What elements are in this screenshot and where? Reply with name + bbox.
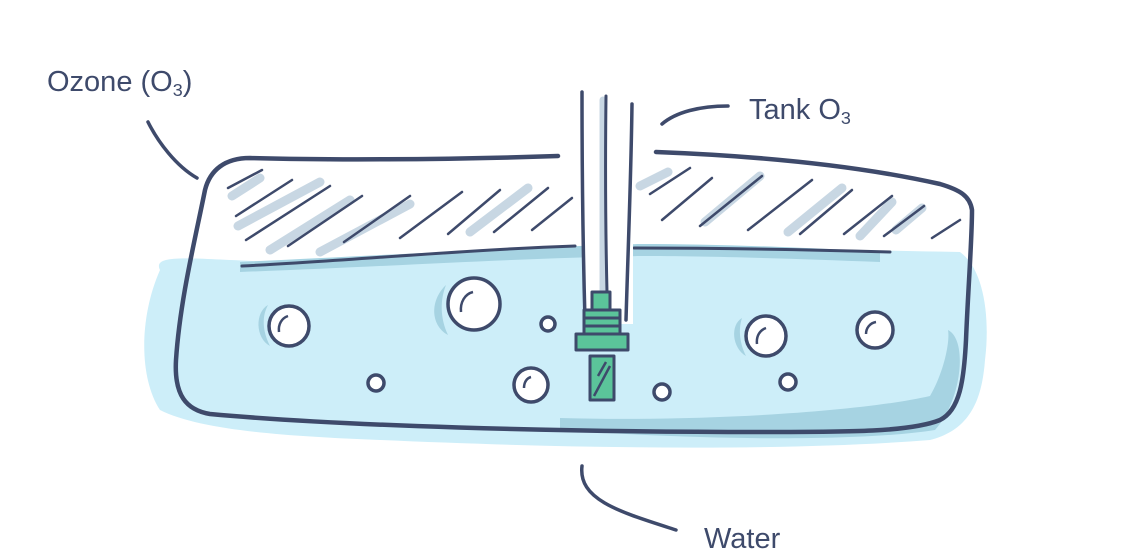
water-body bbox=[144, 246, 987, 448]
gas-hatch-light bbox=[227, 167, 927, 257]
bubble-icon bbox=[446, 276, 502, 332]
bubble-icon bbox=[744, 314, 788, 358]
tank-leader-line bbox=[660, 104, 730, 126]
ozone-inlet-tube-icon bbox=[580, 90, 634, 324]
water-shading bbox=[240, 244, 960, 439]
bubble-icon bbox=[512, 366, 550, 404]
ozone-label-text: Ozone (O bbox=[47, 66, 173, 98]
bubble-icon bbox=[267, 304, 311, 348]
water-leader-line bbox=[580, 464, 678, 532]
bubbles bbox=[267, 276, 895, 404]
bubble-icon bbox=[652, 382, 672, 402]
bubble-icon bbox=[539, 315, 557, 333]
ozone-label: Ozone (O3) bbox=[47, 66, 193, 101]
water-surface-line bbox=[240, 244, 892, 268]
bubble-icon bbox=[855, 310, 895, 350]
gas-hatch-dark bbox=[226, 166, 962, 248]
ozone-diffuser-icon bbox=[574, 290, 630, 402]
tank-o3-label: Tank O3 bbox=[749, 94, 851, 129]
tank-outline bbox=[173, 149, 975, 435]
ozone-label-suffix: ) bbox=[182, 66, 193, 98]
ozone-leader-line bbox=[146, 120, 199, 180]
ozone-label-subscript: 3 bbox=[172, 80, 183, 101]
tank-label-text: Tank O bbox=[749, 94, 841, 126]
bubble-icon bbox=[366, 373, 386, 393]
tank-label-subscript: 3 bbox=[840, 108, 851, 129]
water-label-text: Water bbox=[704, 523, 781, 555]
water-label: Water bbox=[704, 525, 780, 554]
bubble-icon bbox=[778, 372, 798, 392]
